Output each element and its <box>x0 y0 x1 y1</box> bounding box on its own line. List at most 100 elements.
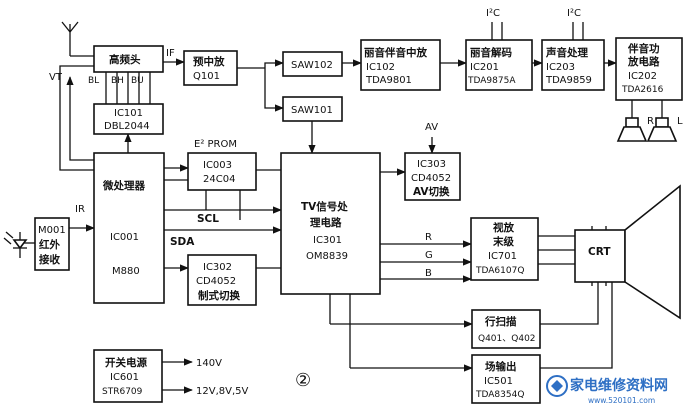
ic003-box <box>187 152 257 191</box>
m001-line2: 红外 <box>39 238 60 251</box>
ic101-part: DBL2044 <box>104 121 150 132</box>
saw101-box <box>282 96 343 122</box>
psu-line3: STR6709 <box>102 387 143 397</box>
ic101-name: IC101 <box>114 108 143 119</box>
av-label: AV <box>425 122 438 133</box>
ic301-line3: IC301 <box>313 235 342 246</box>
m001-line3: 接收 <box>39 253 60 266</box>
speaker-right-icon <box>616 117 648 142</box>
connection-lines <box>20 22 663 394</box>
tuner-pin-bl: BL <box>88 76 99 86</box>
ic102-line1: 丽音伴音中放 <box>364 46 427 59</box>
m001-line1: M001 <box>38 225 66 236</box>
mcu-line1: 微处理器 <box>102 179 145 192</box>
psu-out-lowv: 12V,8V,5V <box>196 386 248 397</box>
saw102-label: SAW102 <box>291 60 333 71</box>
mcu-line2: IC001 <box>110 232 139 243</box>
ic701-line3: IC701 <box>488 251 517 262</box>
psu-box <box>93 349 163 403</box>
watermark-main: 家电维修资料网 <box>570 377 668 394</box>
ic201-line1: 丽音解码 <box>470 46 512 59</box>
saw101-label: SAW101 <box>291 105 333 116</box>
watermark-url: www.520101.com <box>588 396 655 405</box>
crt-label: CRT <box>588 246 611 258</box>
tuner-box <box>93 45 164 73</box>
ic201-line2: IC201 <box>470 62 499 73</box>
if-label: IF <box>166 48 175 59</box>
preamp-line2: Q101 <box>193 71 220 82</box>
ic202-box <box>615 37 683 101</box>
psu-line1: 开关电源 <box>105 356 147 369</box>
ic203-line3: TDA9859 <box>545 75 592 86</box>
ic003-title: E² PROM <box>194 139 237 150</box>
ic302-line3: 制式切换 <box>198 289 240 302</box>
hscan-box <box>471 309 541 349</box>
hscan-line1: 行扫描 <box>484 315 517 328</box>
rgb-b-label: B <box>425 268 432 279</box>
vt-label: VT <box>49 72 63 83</box>
psu-line2: IC601 <box>110 372 139 383</box>
ic102-line3: TDA9801 <box>365 75 412 86</box>
ir-label: IR <box>75 204 85 215</box>
ic202-line3: IC202 <box>628 71 657 82</box>
ic302-line1: IC302 <box>203 262 232 273</box>
tuner-pin-bh: BH <box>111 76 124 86</box>
mcu-line3: M880 <box>112 266 140 277</box>
vout-box <box>471 354 541 404</box>
sda-label: SDA <box>170 236 195 248</box>
watermark: 家电维修资料网 www.520101.com <box>546 375 668 405</box>
hscan-line2: Q401、Q402 <box>478 334 536 344</box>
vout-line2: IC501 <box>484 376 513 387</box>
preamp-box <box>183 50 238 86</box>
scl-label: SCL <box>197 213 219 225</box>
ic102-line2: IC102 <box>366 62 395 73</box>
ic301-line2: 理电路 <box>310 216 342 229</box>
psu-out-140v: 140V <box>196 358 222 369</box>
ic202-line2: 放电路 <box>627 55 660 68</box>
ic202-line1: 伴音功 <box>627 42 660 55</box>
ic303-box <box>404 152 461 201</box>
ic003-line1: IC003 <box>203 160 232 171</box>
ic701-box <box>470 217 539 281</box>
ic201-box <box>465 39 533 91</box>
i2c-label-1: I²C <box>486 8 500 19</box>
antenna-icon <box>61 21 79 40</box>
ic202-line4: TDA2616 <box>621 85 664 95</box>
ic701-line4: TDA6107Q <box>475 266 524 276</box>
m001-box <box>34 217 70 271</box>
ic102-box <box>360 39 441 91</box>
tuner-label: 高频头 <box>109 53 141 66</box>
ic201-line3: TDA9875A <box>467 76 516 86</box>
preamp-line1: 预中放 <box>193 55 225 68</box>
vout-line1: 场输出 <box>485 360 517 373</box>
tuner-pin-bu: BU <box>131 76 144 86</box>
ic303-line2: CD4052 <box>411 173 451 184</box>
rgb-r-label: R <box>425 232 432 243</box>
speaker-left-label: L <box>677 116 683 127</box>
ic701-line1: 视放 <box>493 221 514 234</box>
saw102-box <box>282 51 343 77</box>
ic301-line1: TV信号处 <box>301 200 348 213</box>
mcu-box <box>93 152 165 304</box>
ic203-box <box>541 39 605 91</box>
crt-icon <box>574 184 681 320</box>
ic701-line2: 末级 <box>493 235 514 248</box>
ic303-line3: AV切换 <box>413 185 450 198</box>
speaker-right-label: R <box>647 116 654 127</box>
vout-line3: TDA8354Q <box>475 390 524 400</box>
ic302-box <box>187 254 257 306</box>
ic203-line2: IC203 <box>546 62 575 73</box>
ic101-box <box>93 103 164 135</box>
i2c-label-2: I²C <box>567 8 581 19</box>
ic302-line2: CD4052 <box>196 276 236 287</box>
ic303-line1: IC303 <box>417 159 446 170</box>
photodiode-icon <box>3 231 28 258</box>
ic301-box <box>280 152 381 295</box>
figure-number: ② <box>295 370 311 391</box>
speaker-left-icon <box>646 117 678 142</box>
ic203-line1: 声音处理 <box>545 46 588 59</box>
ic301-line4: OM8839 <box>306 251 348 262</box>
rgb-g-label: G <box>425 250 433 261</box>
ic003-line2: 24C04 <box>203 174 235 185</box>
